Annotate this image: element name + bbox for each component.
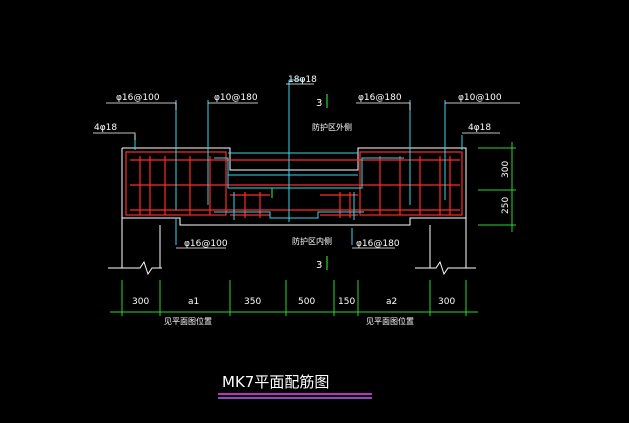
title-underline [218, 393, 372, 399]
leader-lines [93, 83, 520, 249]
dim-500: 500 [298, 297, 315, 307]
rebar-label-bottom-left: φ16@100 [184, 239, 228, 249]
dim-vertical-300: 300 [501, 161, 511, 178]
main-rebar-red [125, 151, 463, 218]
dim-350: 350 [244, 297, 261, 307]
rebar-label-top-right-a: φ16@180 [358, 93, 402, 103]
dim-300-right: 300 [438, 297, 455, 307]
vertical-dimension-line [478, 142, 516, 232]
section-marks-green [271, 94, 328, 270]
support-lines [108, 218, 476, 276]
rebar-label-top-left-a: φ16@100 [116, 93, 160, 103]
zone-note-inner: 防护区内侧 [292, 236, 332, 246]
drawing-title: MK7平面配筋图 [222, 373, 329, 391]
rebar-label-top-mid: 18φ18 [288, 75, 317, 85]
dim-a2: a2 [386, 297, 397, 307]
footnote-left: 见平面图位置 [164, 316, 212, 326]
rebar-label-top-left-b: φ10@180 [214, 93, 258, 103]
rebar-label-bottom-right: φ16@180 [356, 239, 400, 249]
rebar-label-left-side: 4φ18 [94, 123, 117, 133]
rebar-label-right-side: 4φ18 [468, 123, 491, 133]
section-mark-top: 3 [316, 98, 322, 109]
footnote-right: 见平面图位置 [366, 316, 414, 326]
dim-vertical-250: 250 [501, 197, 511, 214]
zone-note-outer: 防护区外侧 [312, 122, 352, 132]
stirrups-cyan [134, 79, 463, 245]
rebar-label-top-right-b: φ10@100 [458, 93, 502, 103]
dim-a1: a1 [188, 297, 199, 307]
dim-150: 150 [338, 297, 355, 307]
dim-300-left: 300 [132, 297, 149, 307]
horizontal-dimension-line [110, 280, 478, 316]
section-mark-bottom: 3 [316, 260, 322, 271]
